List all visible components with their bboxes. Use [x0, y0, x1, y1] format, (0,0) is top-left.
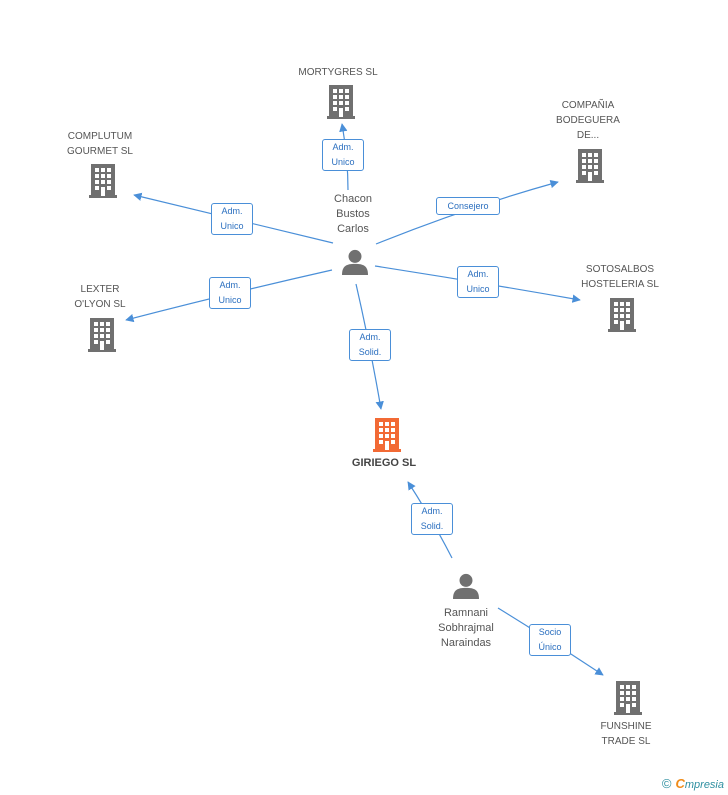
node-label-companiaBodeguera[interactable]: COMPAÑIA BODEGUERA DE... — [528, 98, 648, 143]
edge-label-chacon-mortygres[interactable]: Adm. Unico — [322, 139, 364, 171]
edge-label-line: Unico — [220, 221, 244, 231]
edge-label-line: Adm. — [332, 142, 354, 152]
brand-logo-text: mpresia — [684, 779, 724, 791]
edge-label-line: Adm. — [219, 280, 241, 290]
edge-label-line: Solid. — [358, 347, 382, 357]
building-icon-giriego[interactable] — [373, 418, 401, 452]
edge-label-chacon-sotosalbos[interactable]: Adm. Unico — [457, 266, 499, 298]
node-label-line: DE... — [576, 130, 600, 141]
copyright-symbol: © — [661, 776, 672, 791]
node-label-line: COMPAÑIA — [561, 100, 615, 111]
node-label-line: COMPLUTUM — [67, 131, 133, 142]
edge-label-chacon-companiaBodeguera[interactable]: Consejero — [436, 197, 500, 215]
edge-label-line: Consejero — [447, 201, 489, 211]
node-label-line: GOURMET SL — [67, 146, 133, 157]
edge-label-line: Adm. — [359, 332, 381, 342]
edge-label-line: Unico — [331, 157, 355, 167]
node-label-complutum[interactable]: COMPLUTUM GOURMET SL — [40, 129, 160, 159]
node-label-line: GIRIEGO SL — [351, 457, 417, 469]
person-icon-chacon[interactable] — [342, 249, 368, 275]
edge-label-chacon-lexter[interactable]: Adm. Unico — [209, 277, 251, 309]
node-label-line: Sobhrajmal — [438, 622, 494, 634]
node-label-line: TRADE SL — [601, 736, 651, 747]
edge-label-ramnani-giriego[interactable]: Adm. Solid. — [411, 503, 453, 535]
building-icon-companiaBodeguera[interactable] — [576, 149, 604, 183]
node-label-sotosalbos[interactable]: SOTOSALBOS HOSTELERIA SL — [560, 262, 680, 292]
person-icon-ramnani[interactable] — [453, 573, 479, 599]
edge-label-line: Adm. — [467, 269, 489, 279]
node-label-line: BODEGUERA — [556, 115, 620, 126]
building-icon-sotosalbos[interactable] — [608, 298, 636, 332]
node-label-line: Carlos — [337, 223, 369, 235]
node-label-giriego[interactable]: GIRIEGO SL — [324, 456, 444, 471]
edge-label-line: Unico — [218, 295, 242, 305]
edge-label-line: Adm. — [421, 506, 443, 516]
node-label-lexter[interactable]: LEXTER O'LYON SL — [40, 282, 160, 312]
node-label-line: Bustos — [336, 208, 370, 220]
edge-label-line: Único — [538, 642, 562, 652]
node-label-line: Naraindas — [440, 637, 492, 649]
nodes-layer — [88, 85, 642, 715]
node-label-line: SOTOSALBOS — [585, 264, 655, 275]
node-label-line: O'LYON SL — [74, 299, 126, 310]
node-label-funshine[interactable]: FUNSHINE TRADE SL — [566, 719, 686, 749]
edge-label-line: Adm. — [221, 206, 243, 216]
node-label-line: LEXTER — [80, 284, 120, 295]
building-icon-lexter[interactable] — [88, 318, 116, 352]
building-icon-mortygres[interactable] — [327, 85, 355, 119]
edge-label-line: Unico — [466, 284, 490, 294]
node-label-line: Ramnani — [443, 607, 489, 619]
node-label-line: Chacon — [334, 193, 372, 205]
building-icon-funshine[interactable] — [614, 681, 642, 715]
edge-label-chacon-complutum[interactable]: Adm. Unico — [211, 203, 253, 235]
edge-label-line: Solid. — [420, 521, 444, 531]
node-label-line: FUNSHINE — [600, 721, 652, 732]
edge-label-line: Socio — [538, 627, 562, 637]
node-label-mortygres[interactable]: MORTYGRES SL — [278, 65, 398, 80]
node-label-line: MORTYGRES SL — [298, 67, 378, 78]
building-icon-complutum[interactable] — [89, 164, 117, 198]
brand-logo-letter: C — [675, 776, 685, 791]
edge-label-chacon-giriego[interactable]: Adm. Solid. — [349, 329, 391, 361]
footer-brand[interactable]: ©Cmpresia — [662, 776, 724, 791]
node-label-line: HOSTELERIA SL — [581, 279, 659, 290]
